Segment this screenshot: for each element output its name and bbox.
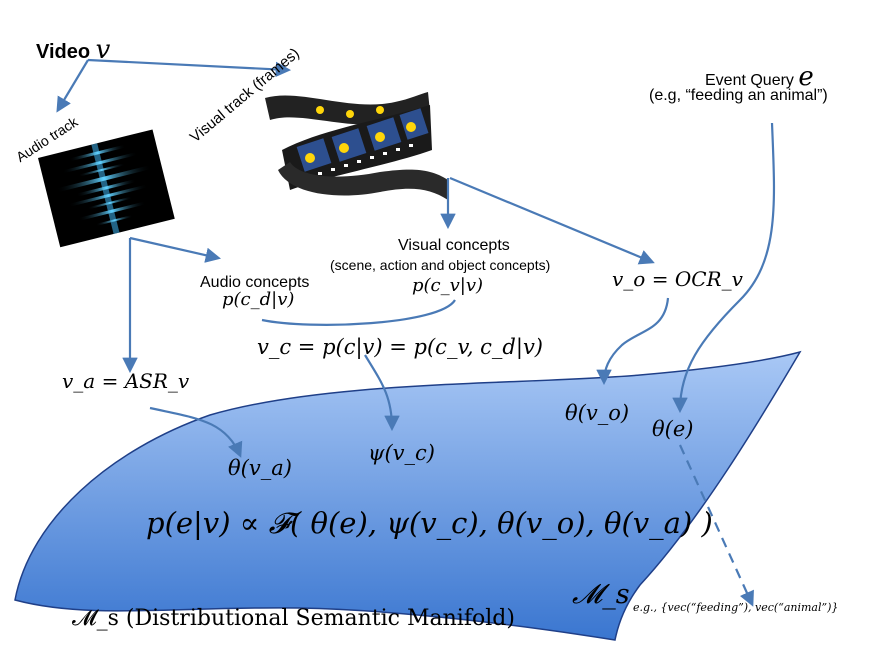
- psi-vc: ψ(v_c): [368, 441, 435, 465]
- theta-e: θ(e): [652, 417, 694, 441]
- arrow-query-to-theta-e: [672, 122, 776, 414]
- arrow-film-to-ocr: [449, 176, 655, 265]
- video-label: Video v: [36, 35, 111, 65]
- arrow-asr-to-theta-va: [149, 406, 243, 458]
- visual-concepts-label: Visual concepts: [398, 237, 510, 254]
- p-cd-given-v: p(c_d|v): [222, 289, 295, 310]
- arrow-audio-to-audio-concepts: [129, 236, 222, 263]
- theta-va: θ(v_a): [228, 456, 292, 480]
- event-query-example: (e.g, “feeding an animal”): [649, 87, 828, 104]
- manifold-symbol: 𝓜_s: [572, 579, 630, 610]
- arrow-vc-to-psi: [364, 354, 400, 432]
- audio-spectrogram-image: [38, 129, 175, 248]
- ocr-equation: v_o = OCR_v: [612, 267, 743, 291]
- audio-concepts-label: Audio concepts: [200, 274, 310, 291]
- arrow-concepts-to-vc: [261, 299, 456, 326]
- example-vectors: e.g., {vec(“feeding”), vec(“animal”)}: [633, 601, 839, 614]
- manifold-caption: 𝓜_s (Distributional Semantic Manifold): [72, 606, 515, 631]
- arrow-ocr-to-theta-vo: [596, 297, 670, 386]
- event-query-label: Event Query e: [705, 62, 814, 92]
- vc-equation: v_c = p(c|v) = p(c_v, c_d|v): [257, 335, 544, 359]
- p-cv-given-v: p(c_v|v): [412, 275, 484, 296]
- film-strip-image: [265, 92, 448, 200]
- main-formula: p(e|v) ∝ 𝓕( θ(e), ψ(v_c), θ(v_o), θ(v_a)…: [146, 506, 713, 540]
- arrow-video-to-audio: [56, 59, 89, 113]
- visual-concepts-sublabel: (scene, action and object concepts): [330, 257, 551, 273]
- arrow-video-to-visual: [87, 58, 292, 78]
- arrow-theta-e-to-vectors: [678, 444, 754, 607]
- semantic-manifold-shape: [14, 350, 802, 641]
- asr-equation: v_a = ASR_v: [62, 369, 190, 393]
- theta-vo: θ(v_o): [565, 401, 630, 425]
